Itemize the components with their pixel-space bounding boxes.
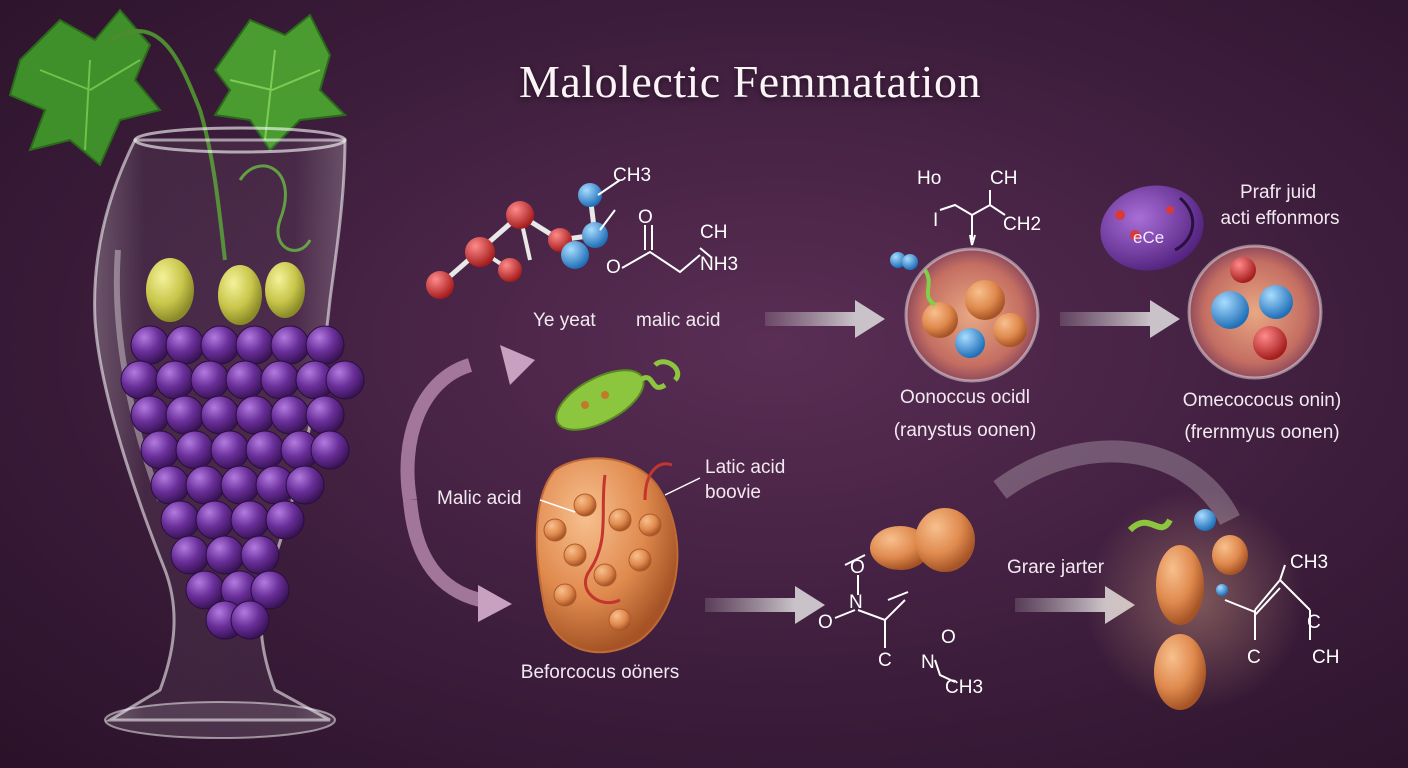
grape-icon bbox=[270, 395, 310, 435]
molecule-icon bbox=[426, 179, 621, 299]
grape-icon bbox=[260, 360, 300, 400]
diagram-title: Malolectic Femmatation bbox=[519, 56, 981, 107]
chem-label: CH3 bbox=[613, 165, 652, 186]
grape-icon bbox=[265, 500, 305, 540]
chem-label: N bbox=[921, 652, 935, 673]
bacterium-icon bbox=[555, 359, 680, 431]
chem-label: C bbox=[1247, 647, 1261, 668]
grape-icon bbox=[195, 500, 235, 540]
grape-icon bbox=[245, 430, 285, 470]
label-beforcocus: Beforcocus oöners bbox=[520, 662, 680, 683]
chem-label: O bbox=[606, 257, 621, 278]
chem-label: I bbox=[933, 210, 939, 231]
chem-label: NH3 bbox=[700, 254, 739, 275]
grape-icon bbox=[240, 535, 280, 575]
grape-icon bbox=[150, 465, 190, 505]
chem-label: CH bbox=[1312, 647, 1340, 668]
grape-icon bbox=[235, 395, 275, 435]
green-grape-icon bbox=[218, 265, 262, 325]
grape-icon bbox=[175, 430, 215, 470]
grape-icon bbox=[200, 325, 240, 365]
label-omecoccus: Omecococus onin) bbox=[1182, 390, 1342, 411]
arrow-icon bbox=[765, 300, 885, 338]
grape-icon bbox=[170, 535, 210, 575]
label-prafr: Prafr juid bbox=[1239, 182, 1317, 203]
grape-leaf-icon bbox=[8, 8, 162, 167]
grape-icon bbox=[160, 500, 200, 540]
chem-label: CH3 bbox=[1290, 552, 1329, 573]
grape-icon bbox=[230, 500, 270, 540]
chem-label: CH bbox=[990, 168, 1018, 189]
grape-icon bbox=[130, 395, 170, 435]
label-oonoccus-sub: (ranystus oonen) bbox=[893, 420, 1037, 441]
grape-icon bbox=[120, 360, 160, 400]
grape-icon bbox=[285, 465, 325, 505]
chem-label: O bbox=[850, 557, 865, 578]
chem-label: N bbox=[849, 592, 863, 613]
label-malic-acid-mid: Malic acid bbox=[437, 488, 522, 509]
label-ye-yeat: Ye yeat bbox=[533, 310, 596, 331]
grape-icon bbox=[310, 430, 350, 470]
grape-icon bbox=[185, 465, 225, 505]
bacterium-icon bbox=[1127, 509, 1248, 710]
grape-leaf-icon bbox=[213, 13, 348, 152]
grape-icon bbox=[155, 360, 195, 400]
grape-icon bbox=[140, 430, 180, 470]
chem-label: O bbox=[638, 207, 653, 228]
grape-icon bbox=[250, 570, 290, 610]
grape-icon bbox=[325, 360, 365, 400]
label-prafr-sub: acti effonmors bbox=[1220, 208, 1340, 229]
grape-icon bbox=[305, 325, 345, 365]
grape-icon bbox=[200, 395, 240, 435]
arrow-icon bbox=[1060, 300, 1180, 338]
cell-icon bbox=[890, 247, 1040, 383]
cell-icon bbox=[1187, 244, 1323, 380]
grape-bunch-icon bbox=[120, 325, 365, 640]
grape-icon bbox=[130, 325, 170, 365]
chem-label: Ho bbox=[917, 168, 942, 189]
label-grare-jarter: Grare jarter bbox=[1007, 557, 1105, 578]
curved-arrow-icon bbox=[400, 345, 535, 622]
label-malic-acid: malic acid bbox=[636, 310, 721, 331]
grape-icon bbox=[165, 325, 205, 365]
bacterium-icon bbox=[844, 508, 975, 572]
chem-label: O bbox=[818, 612, 833, 633]
grape-icon bbox=[230, 600, 270, 640]
grape-icon bbox=[270, 325, 310, 365]
grape-icon bbox=[165, 395, 205, 435]
chem-label: O bbox=[941, 627, 956, 648]
chem-label: CH2 bbox=[1003, 214, 1042, 235]
chem-label: CH3 bbox=[945, 677, 984, 698]
label-cell-text: eCe bbox=[1133, 228, 1165, 247]
grape-icon bbox=[220, 465, 260, 505]
vesicle-icon bbox=[1100, 185, 1204, 271]
grape-icon bbox=[225, 360, 265, 400]
label-omecoccus-sub: (frernmyus oonen) bbox=[1184, 422, 1340, 443]
label-latic-acid: Latic acid bbox=[705, 457, 786, 478]
green-grape-icon bbox=[146, 258, 194, 322]
chem-label: CH bbox=[700, 222, 728, 243]
arrow-icon bbox=[705, 586, 825, 624]
chem-label: C bbox=[1307, 612, 1321, 633]
chem-label: C bbox=[878, 650, 892, 671]
grape-icon bbox=[205, 535, 245, 575]
grape-icon bbox=[235, 325, 275, 365]
grape-icon bbox=[190, 360, 230, 400]
green-grape-icon bbox=[265, 262, 305, 318]
label-latic-sub: boovie bbox=[705, 482, 761, 503]
label-oonoccus: Oonoccus ocidl bbox=[900, 387, 1030, 408]
bacterium-icon bbox=[535, 457, 679, 654]
grape-icon bbox=[210, 430, 250, 470]
grape-icon bbox=[305, 395, 345, 435]
